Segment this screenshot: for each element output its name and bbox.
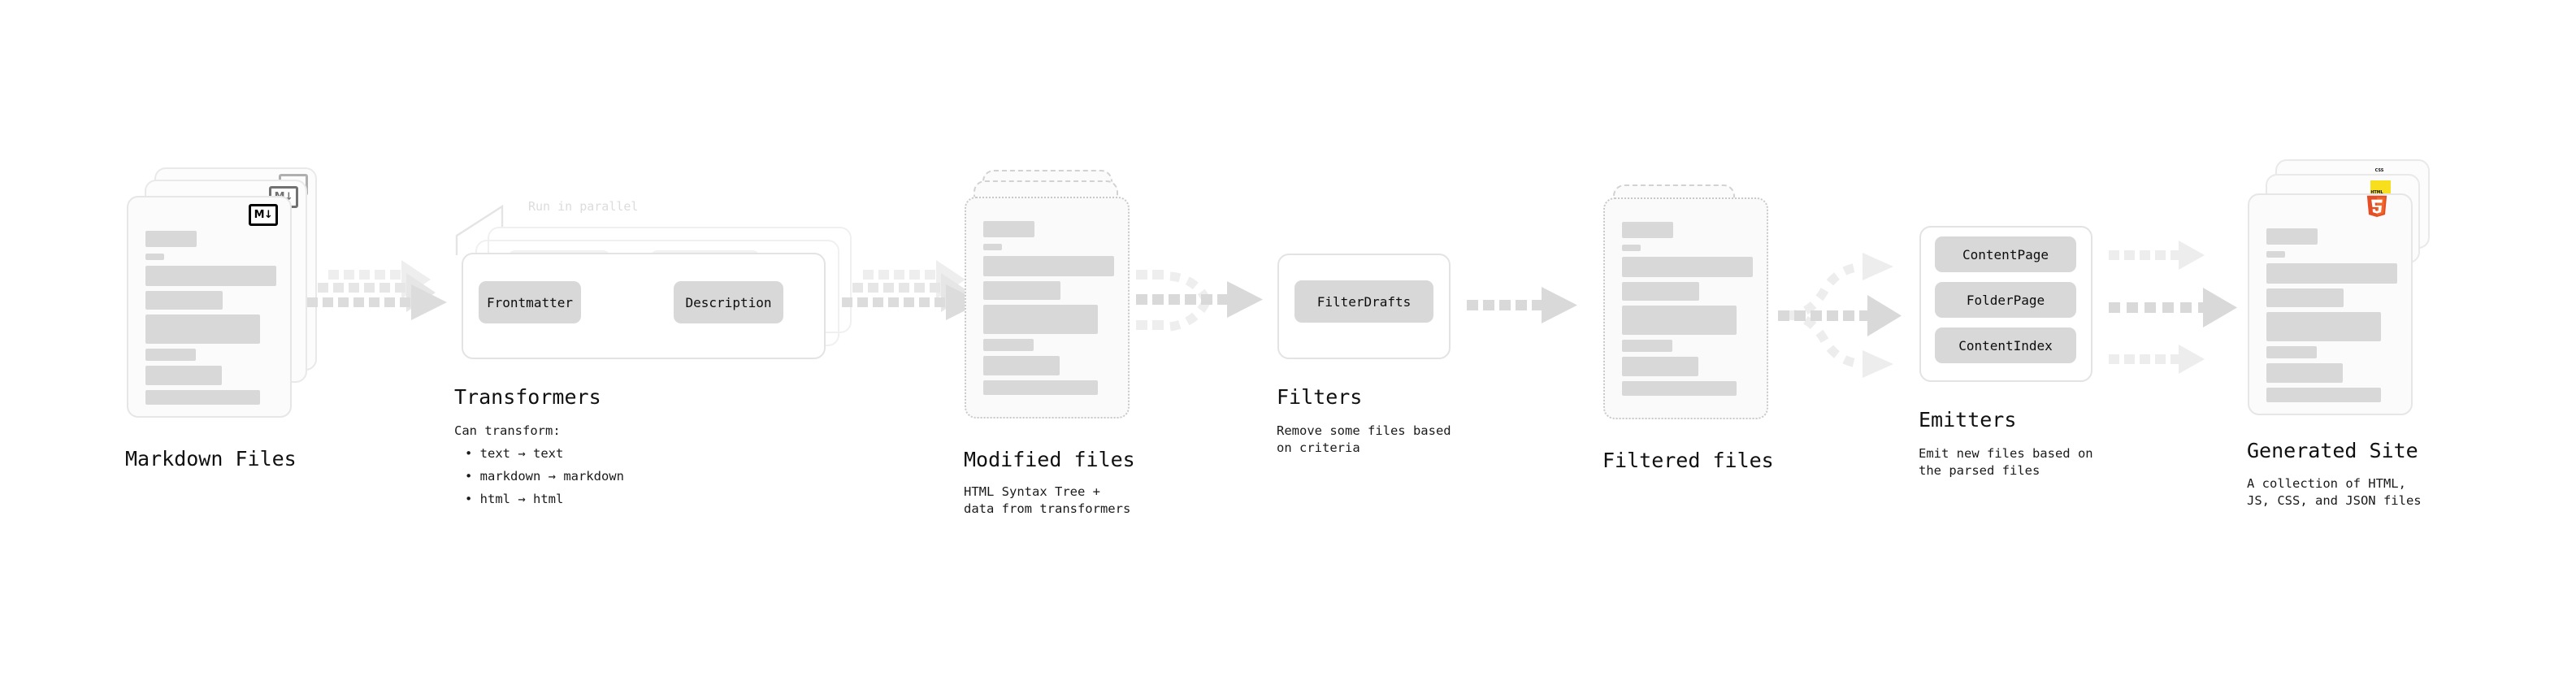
connector-transformers-to-modified	[842, 260, 982, 320]
skeleton-bar	[2266, 288, 2344, 307]
connector-emitters-to-site	[2109, 241, 2237, 374]
stage-caption-markdown-files: Markdown Files	[125, 447, 297, 471]
filtered-file-card-front	[1603, 197, 1768, 419]
run-in-parallel-bracket	[455, 204, 504, 255]
stage-caption-modified-files: Modified files	[964, 448, 1135, 471]
emitters-subcaption: Emit new files based on the parsed files	[1919, 446, 2093, 478]
transformers-bullet-text: • text → text	[465, 446, 564, 461]
skeleton-bar	[2266, 346, 2317, 358]
skeleton-bar	[2266, 312, 2381, 341]
connector-filtered-to-emitters	[1778, 253, 1902, 378]
connector-modified-to-filters	[1136, 270, 1263, 332]
js-icon	[2370, 180, 2391, 193]
skeleton-bar	[983, 281, 1060, 300]
skeleton-bar	[1622, 340, 1672, 352]
markdown-file-card-front	[127, 196, 292, 418]
css-icon-label: CSS	[2374, 168, 2384, 173]
connector-filters-to-filtered	[1467, 287, 1577, 323]
skeleton-bar	[2266, 228, 2318, 245]
skeleton-bar	[1622, 222, 1673, 238]
generated-site-subcaption: A collection of HTML, JS, CSS, and JSON …	[2247, 476, 2422, 508]
transformer-pill-description[interactable]: Description	[674, 281, 783, 323]
skeleton-bar	[983, 256, 1114, 276]
skeleton-bar	[2266, 363, 2343, 383]
skeleton-bar	[983, 380, 1098, 395]
modified-files-subcaption: HTML Syntax Tree + data from transformer…	[964, 484, 1131, 516]
skeleton-bar	[983, 339, 1034, 351]
skeleton-bar	[145, 266, 276, 286]
connector-md-to-transformers	[307, 260, 447, 320]
skeleton-bar	[2266, 263, 2397, 284]
filters-subcaption: Remove some files based on criteria	[1277, 423, 1451, 455]
skeleton-bar	[145, 390, 260, 405]
skeleton-bar	[983, 356, 1060, 375]
transformers-subcaption-intro: Can transform:	[454, 423, 561, 438]
emitter-pill-contentpage[interactable]: ContentPage	[1935, 236, 2076, 272]
modified-file-card-front	[965, 197, 1130, 419]
transformer-pill-frontmatter[interactable]: Frontmatter	[479, 281, 581, 323]
skeleton-bar	[145, 254, 164, 260]
markdown-icon: M↓	[249, 204, 278, 226]
transformers-bullet-html: • html → html	[465, 492, 564, 506]
emitter-pill-contentindex[interactable]: ContentIndex	[1935, 327, 2076, 363]
stage-caption-filtered-files: Filtered files	[1602, 449, 1774, 472]
skeleton-bar	[145, 314, 260, 344]
skeleton-bar	[983, 305, 1098, 334]
skeleton-bar	[1622, 381, 1737, 396]
filter-pill-filterdrafts[interactable]: FilterDrafts	[1295, 280, 1433, 323]
skeleton-bar	[145, 291, 223, 310]
skeleton-bar	[983, 221, 1034, 237]
skeleton-bar	[145, 349, 196, 361]
skeleton-bar	[145, 366, 222, 385]
skeleton-bar	[2266, 388, 2381, 402]
skeleton-bar	[1622, 306, 1737, 335]
transformers-bullet-markdown: • markdown → markdown	[465, 469, 624, 484]
stage-caption-generated-site: Generated Site	[2247, 439, 2418, 462]
skeleton-bar	[1622, 357, 1698, 376]
skeleton-bar	[983, 244, 1002, 250]
stage-caption-transformers: Transformers	[454, 385, 601, 409]
stage-caption-emitters: Emitters	[1919, 408, 2017, 432]
skeleton-bar	[145, 231, 197, 247]
skeleton-bar	[1622, 282, 1699, 301]
run-in-parallel-label: Run in parallel	[528, 199, 639, 214]
svg-text:HTML: HTML	[2370, 190, 2383, 195]
stage-caption-filters: Filters	[1277, 385, 1363, 409]
skeleton-bar	[1622, 257, 1753, 277]
site-file-card-front	[2248, 193, 2413, 415]
skeleton-bar	[1622, 245, 1641, 251]
emitter-pill-folderpage[interactable]: FolderPage	[1935, 282, 2076, 318]
html5-icon: HTML	[2366, 190, 2387, 217]
skeleton-bar	[2266, 251, 2285, 258]
